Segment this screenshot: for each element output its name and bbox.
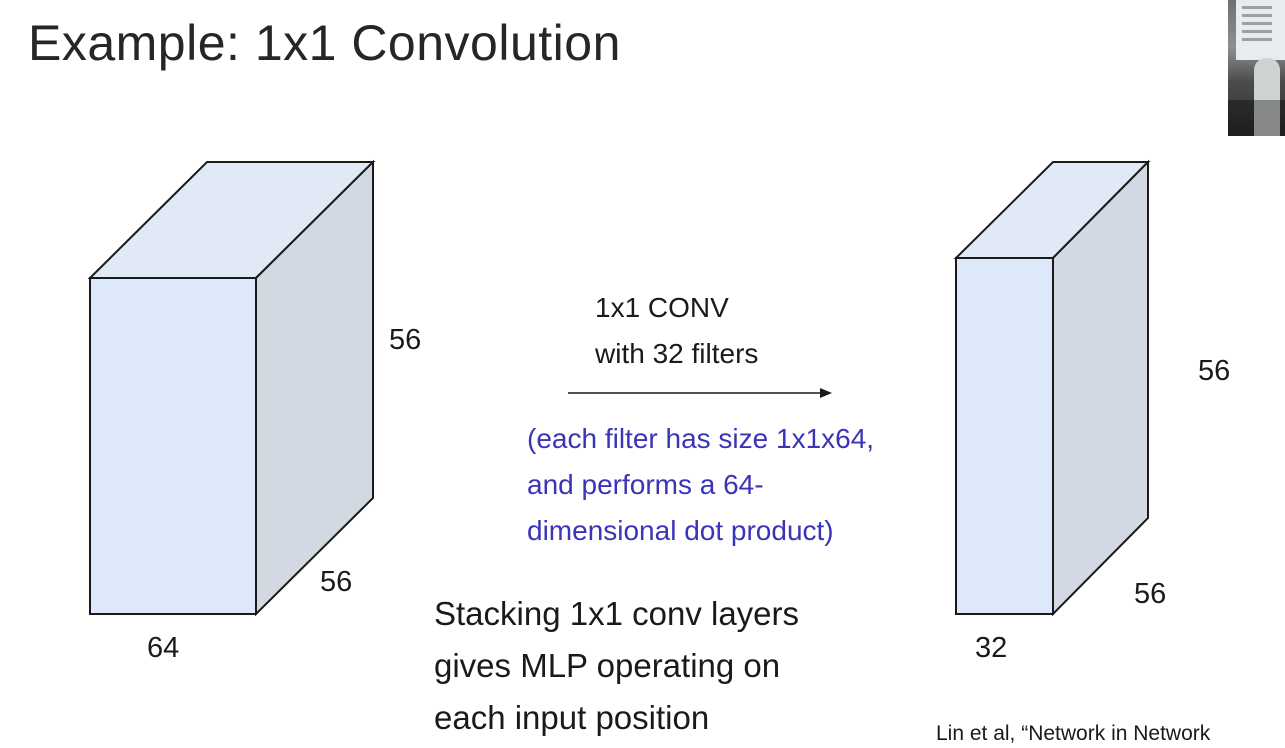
input-volume-front-face	[89, 277, 257, 615]
whiteboard	[1236, 0, 1285, 60]
citation: Lin et al, “Network in Network	[936, 722, 1211, 745]
stacking-note: Stacking 1x1 conv layers gives MLP opera…	[434, 588, 799, 744]
output-volume-front-face	[955, 257, 1054, 615]
filter-note-line-1: (each filter has size 1x1x64,	[527, 423, 875, 454]
output-volume	[953, 159, 1151, 617]
operation-arrow	[568, 388, 832, 398]
operation-caption-line-2: with 32 filters	[595, 338, 759, 369]
operation-caption-line-1: 1x1 CONV	[595, 292, 729, 323]
output-width-label: 56	[1134, 578, 1167, 610]
stacking-note-line-2: gives MLP operating on	[434, 647, 781, 684]
presenter	[1254, 58, 1280, 136]
slide-title: Example: 1x1 Convolution	[28, 15, 621, 71]
input-depth-label: 64	[147, 632, 180, 664]
output-depth-label: 32	[975, 632, 1008, 664]
output-height-label: 56	[1198, 355, 1231, 387]
filter-note-line-2: and performs a 64-	[527, 469, 764, 500]
stacking-note-line-1: Stacking 1x1 conv layers	[434, 595, 800, 632]
webcam-video-thumbnail	[1228, 0, 1285, 136]
filter-size-note: (each filter has size 1x1x64, and perfor…	[527, 416, 874, 554]
filter-note-line-3: dimensional dot product)	[527, 515, 834, 546]
stacking-note-line-3: each input position	[434, 699, 710, 736]
input-volume	[87, 159, 376, 617]
operation-caption: 1x1 CONV with 32 filters	[595, 285, 758, 377]
input-height-label: 56	[389, 324, 422, 356]
input-width-label: 56	[320, 566, 353, 598]
